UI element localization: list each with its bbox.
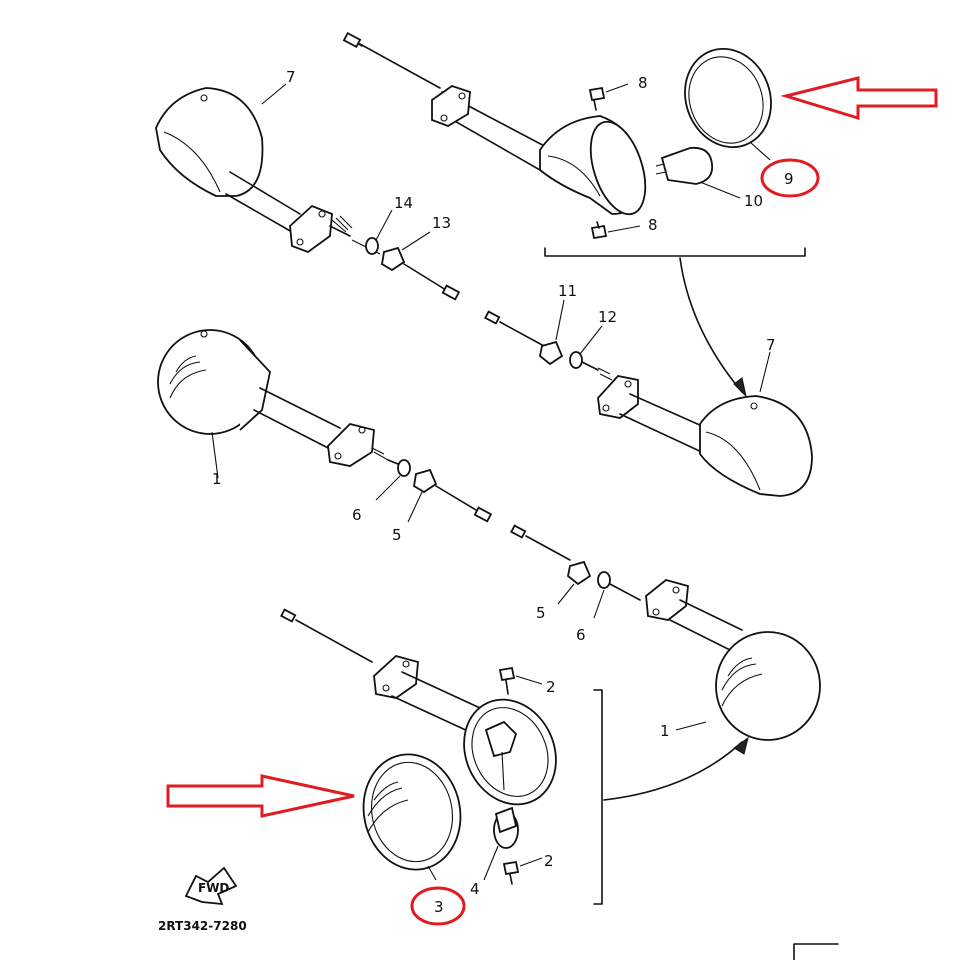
wire-nut-11-12 — [484, 299, 613, 381]
callout-4: 4 — [470, 880, 480, 898]
highlight-circle-3-icon — [410, 886, 466, 926]
callout-2-upper: 2 — [546, 678, 556, 696]
callout-12: 12 — [598, 308, 617, 326]
callout-2-lower: 2 — [544, 852, 554, 870]
callout-7-mid: 7 — [766, 336, 776, 354]
corner-mark — [793, 943, 839, 960]
screw-part-8-bottom — [590, 221, 641, 240]
callout-6-upper: 6 — [352, 506, 362, 524]
callout-5-upper: 5 — [392, 526, 402, 544]
group-bracket-top — [544, 247, 806, 257]
diagram-code: 2RT342-7280 — [158, 919, 247, 933]
callout-1-right: 1 — [660, 722, 670, 740]
group-arrow-bottom — [603, 741, 743, 801]
callout-3: 3 — [434, 898, 444, 916]
callout-8-upper: 8 — [638, 74, 648, 92]
highlight-arrow-top-right-icon — [780, 76, 938, 121]
turn-signal-front-left-1 — [157, 329, 493, 523]
callout-1-left: 1 — [212, 470, 222, 488]
callout-13: 13 — [432, 214, 451, 232]
turn-signal-front-right-1 — [645, 579, 821, 741]
highlight-arrow-bottom-left-icon — [166, 774, 355, 818]
callout-6-lower: 6 — [576, 626, 586, 644]
turn-signal-bottom-assembly — [280, 608, 557, 885]
fwd-arrow-icon: FWD — [184, 866, 238, 906]
callout-9: 9 — [784, 170, 794, 188]
bulb-part-10 — [655, 146, 741, 199]
wire-nut-5-6-lower — [510, 524, 641, 619]
fwd-label: FWD — [198, 881, 229, 895]
highlight-circle-9-icon — [760, 158, 820, 198]
turn-signal-rear-left — [342, 31, 647, 216]
callout-14: 14 — [394, 194, 413, 212]
turn-signal-rear-body-7 — [155, 87, 461, 301]
callout-8-lower: 8 — [648, 216, 658, 234]
turn-signal-front-right-7 — [597, 351, 813, 497]
callout-5-lower: 5 — [536, 604, 546, 622]
group-arrow-top — [679, 257, 743, 393]
callout-11: 11 — [558, 282, 577, 300]
screw-part-8-top — [588, 83, 629, 111]
callout-7-upper: 7 — [286, 68, 296, 86]
callout-10: 10 — [744, 192, 763, 210]
group-bracket-bottom — [593, 689, 603, 905]
lens-part-9 — [684, 47, 772, 161]
